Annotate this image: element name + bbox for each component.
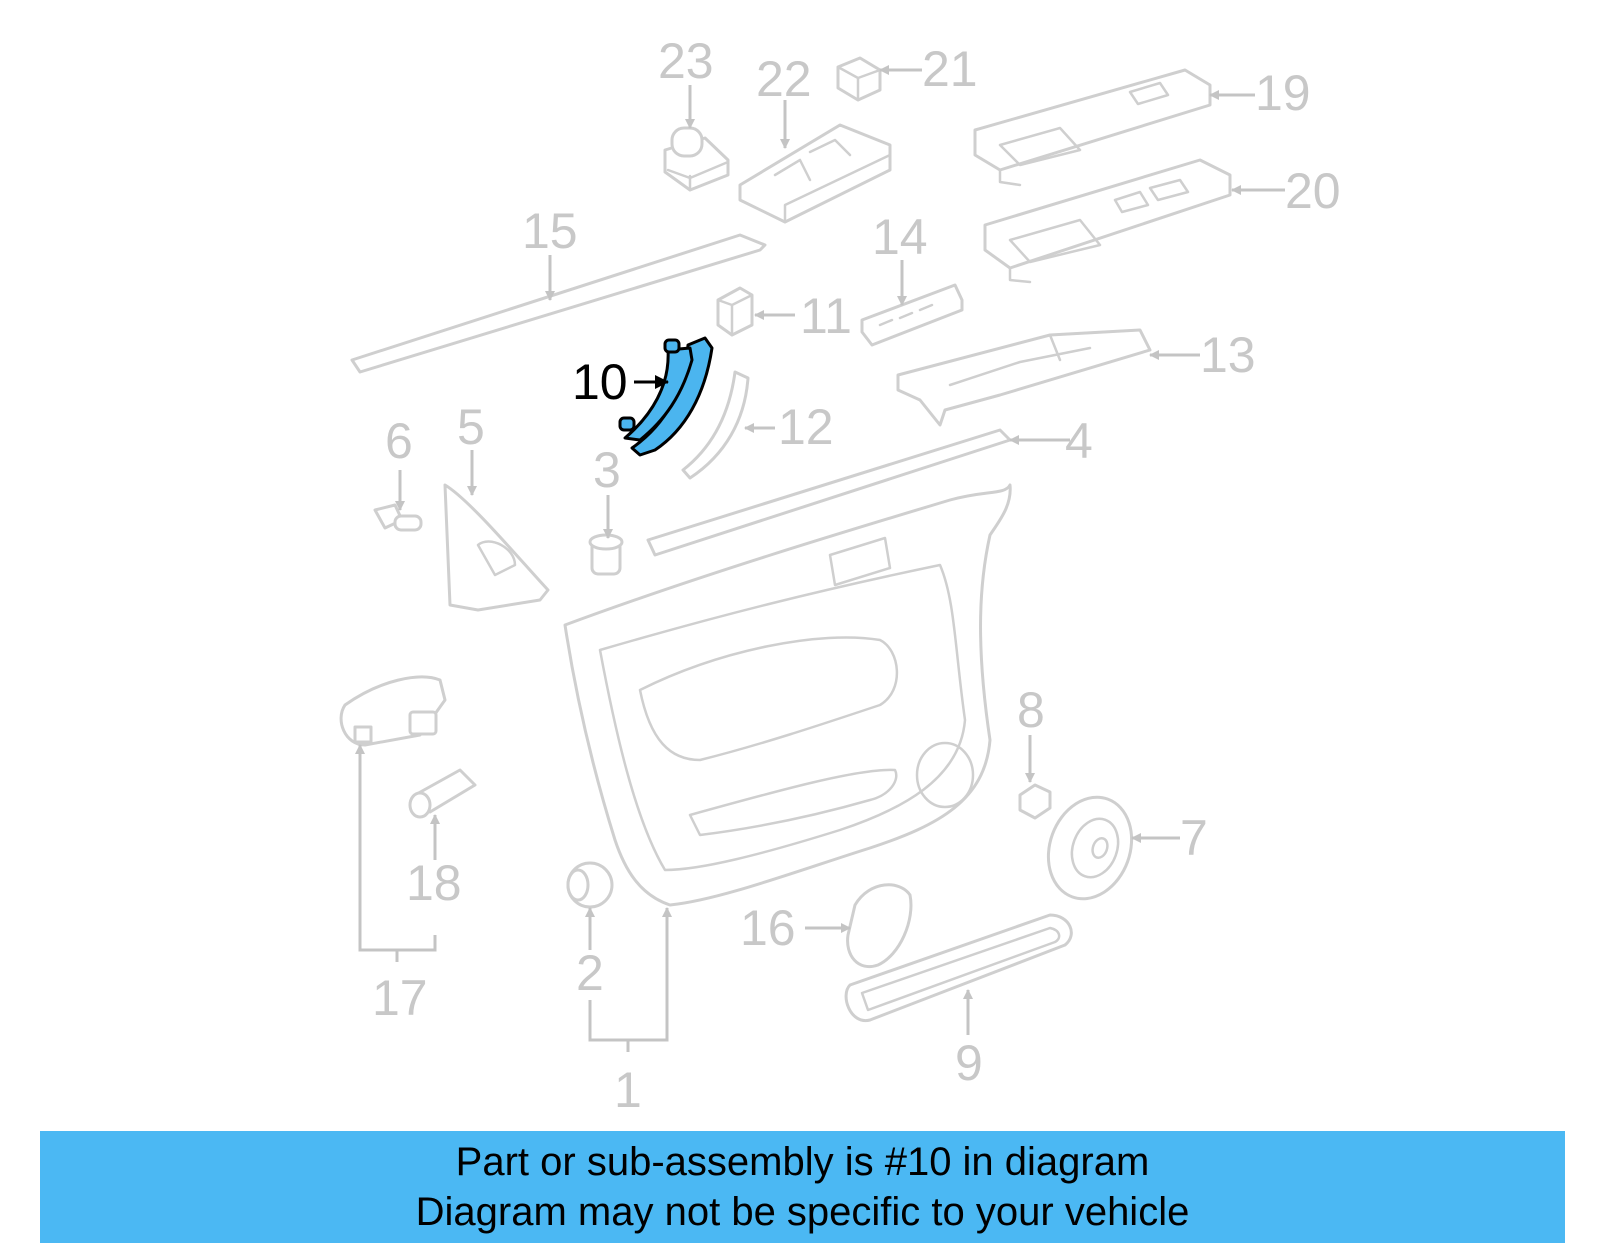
part-22-switch[interactable] — [738, 123, 892, 224]
callout-3[interactable]: 3 — [593, 442, 621, 498]
part-8-nut[interactable] — [1018, 783, 1052, 820]
callout-20[interactable]: 20 — [1285, 163, 1341, 219]
callout-11[interactable]: 11 — [800, 288, 852, 344]
callout-6[interactable]: 6 — [385, 413, 413, 469]
callout-9[interactable]: 9 — [955, 1035, 983, 1091]
callout-23[interactable]: 23 — [658, 33, 714, 89]
callout-5[interactable]: 5 — [457, 399, 485, 455]
part-3-grommet[interactable] — [588, 533, 624, 576]
part-21-clip[interactable] — [836, 56, 882, 102]
part-9-pocket[interactable] — [844, 913, 1073, 1022]
callout-16[interactable]: 16 — [740, 900, 796, 956]
banner-line-disclaimer: Diagram may not be specific to your vehi… — [415, 1190, 1190, 1234]
part-15-strip[interactable] — [350, 233, 767, 374]
callout-14[interactable]: 14 — [872, 209, 928, 265]
info-banner: Part or sub-assembly is #10 in diagram D… — [40, 1131, 1565, 1243]
callout-8[interactable]: 8 — [1017, 682, 1045, 738]
part-17-handle-assembly[interactable] — [339, 675, 447, 747]
callout-7[interactable]: 7 — [1180, 810, 1208, 866]
callout-22[interactable]: 22 — [756, 51, 812, 107]
part-10-pull-handle[interactable] — [618, 336, 714, 457]
callout-15[interactable]: 15 — [522, 203, 578, 259]
part-11-clip[interactable] — [716, 286, 754, 337]
callout-13[interactable]: 13 — [1200, 327, 1256, 383]
callout-2[interactable]: 2 — [576, 945, 604, 1001]
callout-17[interactable]: 17 — [372, 970, 428, 1026]
part-16-cover[interactable] — [846, 883, 913, 969]
part-19-switch-bezel[interactable] — [973, 68, 1212, 187]
callout-21[interactable]: 21 — [922, 41, 978, 97]
part-1-door-panel[interactable] — [563, 483, 1012, 907]
part-18-cylinder[interactable] — [408, 768, 477, 819]
banner-line-part-number: Part or sub-assembly is #10 in diagram — [455, 1140, 1150, 1184]
part-5-triangle-trim[interactable] — [443, 483, 550, 612]
part-20-switch-bezel[interactable] — [983, 158, 1232, 284]
callout-1[interactable]: 1 — [614, 1062, 642, 1118]
part-12-trim-strip[interactable] — [681, 370, 750, 480]
part-14-switch-plate[interactable] — [860, 283, 964, 347]
callout-10[interactable]: 10 — [572, 354, 628, 410]
callout-4[interactable]: 4 — [1065, 413, 1093, 469]
part-2-plug[interactable] — [566, 861, 614, 909]
part-23-knob[interactable] — [663, 126, 730, 192]
leader-lines — [355, 65, 1285, 1052]
part-13-armrest-bracket[interactable] — [896, 328, 1152, 427]
part-7-speaker[interactable] — [1035, 785, 1146, 910]
callout-labels: 23 22 21 19 20 15 14 11 13 10 12 4 6 5 3… — [372, 33, 1341, 1118]
callout-12[interactable]: 12 — [778, 399, 834, 455]
callout-19[interactable]: 19 — [1255, 65, 1311, 121]
callout-18[interactable]: 18 — [406, 855, 462, 911]
part-6-bolt[interactable] — [373, 503, 423, 532]
